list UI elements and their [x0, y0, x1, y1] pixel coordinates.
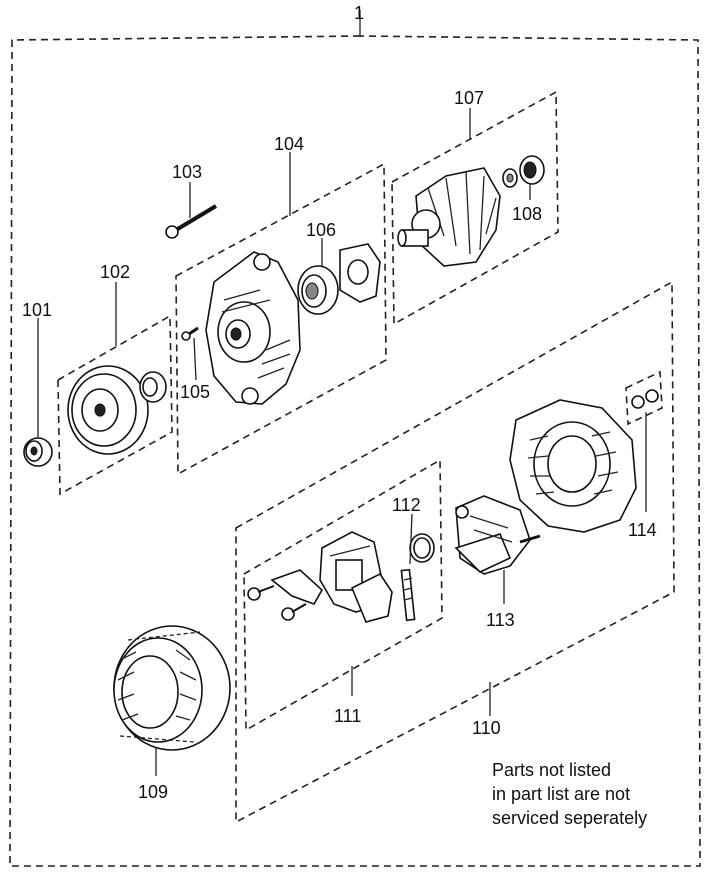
rear-housing-110	[509, 399, 637, 533]
group-107-frame	[391, 90, 559, 326]
group-114-frame	[625, 370, 663, 426]
group-110-frame	[235, 280, 675, 824]
label-103: 103	[172, 162, 202, 182]
bearing-106	[297, 243, 381, 315]
label-108: 108	[512, 204, 542, 224]
front-housing-104	[205, 251, 301, 405]
group-111-frame	[243, 458, 443, 732]
label-107: 107	[454, 88, 484, 108]
regulator-111	[247, 531, 393, 623]
bearing-108	[519, 155, 545, 185]
label-113: 113	[486, 610, 515, 630]
label-105: 105	[180, 382, 210, 402]
label-111: 111	[334, 706, 361, 726]
brush-112	[400, 533, 435, 622]
note-line-3: serviced seperately	[492, 808, 647, 828]
nuts-114	[631, 389, 659, 409]
label-102: 102	[100, 262, 130, 282]
rotor-107	[397, 167, 518, 267]
note-line-2: in part list are not	[492, 784, 630, 804]
screw-105	[181, 326, 199, 341]
label-109: 109	[138, 782, 168, 802]
label-104: 104	[274, 134, 304, 154]
group-104-frame	[175, 162, 387, 476]
group-102-frame	[57, 314, 173, 496]
bolt-103	[165, 204, 218, 239]
nut-101	[23, 437, 53, 467]
label-101: 101	[22, 300, 52, 320]
rectifier-113	[454, 495, 541, 575]
label-106: 106	[306, 220, 336, 240]
leader-105	[193, 337, 197, 381]
label-114: 114	[628, 520, 657, 540]
label-110: 110	[472, 718, 501, 738]
leader-112	[409, 513, 413, 565]
assembly-frame	[9, 35, 701, 867]
label-112: 112	[392, 495, 421, 515]
label-1: 1	[354, 3, 364, 23]
pulley-102	[67, 365, 167, 455]
stator-109	[113, 625, 231, 751]
note-line-1: Parts not listed	[492, 760, 611, 780]
